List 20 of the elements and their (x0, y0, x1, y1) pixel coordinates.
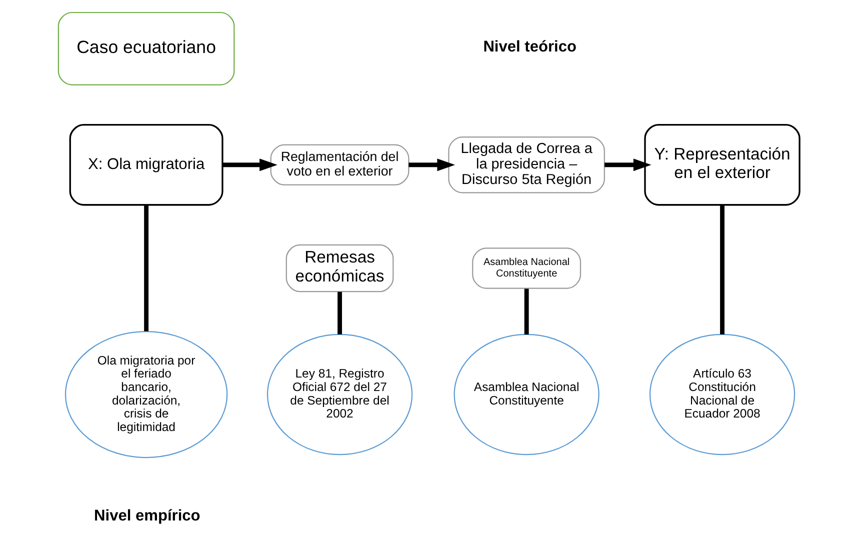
connector (144, 205, 149, 332)
node-box: Y: Representación en el exterior (644, 124, 800, 206)
connector (338, 292, 342, 334)
label: Nivel empírico (94, 507, 200, 524)
node-box: Remesas económicas (286, 244, 394, 292)
node-box: X: Ola migratoria (69, 124, 224, 206)
arrow (604, 158, 652, 172)
connector (720, 205, 724, 334)
node-box: Reglamentación del voto en el exterior (270, 144, 410, 186)
arrow (408, 158, 456, 172)
node-box: Caso ecuatoriano (58, 12, 235, 86)
node-ellipse: Ley 81, Registro Oficial 672 del 27 de Septiembre del 2002 (266, 334, 413, 456)
node-ellipse: Ola migratoria por el feriado bancario, dolarización, crisis de legitimidad (64, 331, 228, 458)
node-box: Asamblea Nacional Constituyente (472, 248, 582, 289)
connector (524, 288, 529, 334)
node-box: Llegada de Correa a la presidencia – Discurso 5ta Región (448, 136, 605, 194)
label: Nivel teórico (483, 38, 577, 56)
node-ellipse: Artículo 63 Constitución Nacional de Ecuador 2008 (649, 334, 796, 456)
arrow (222, 158, 278, 172)
node-ellipse: Asamblea Nacional Constituyente (454, 334, 600, 456)
